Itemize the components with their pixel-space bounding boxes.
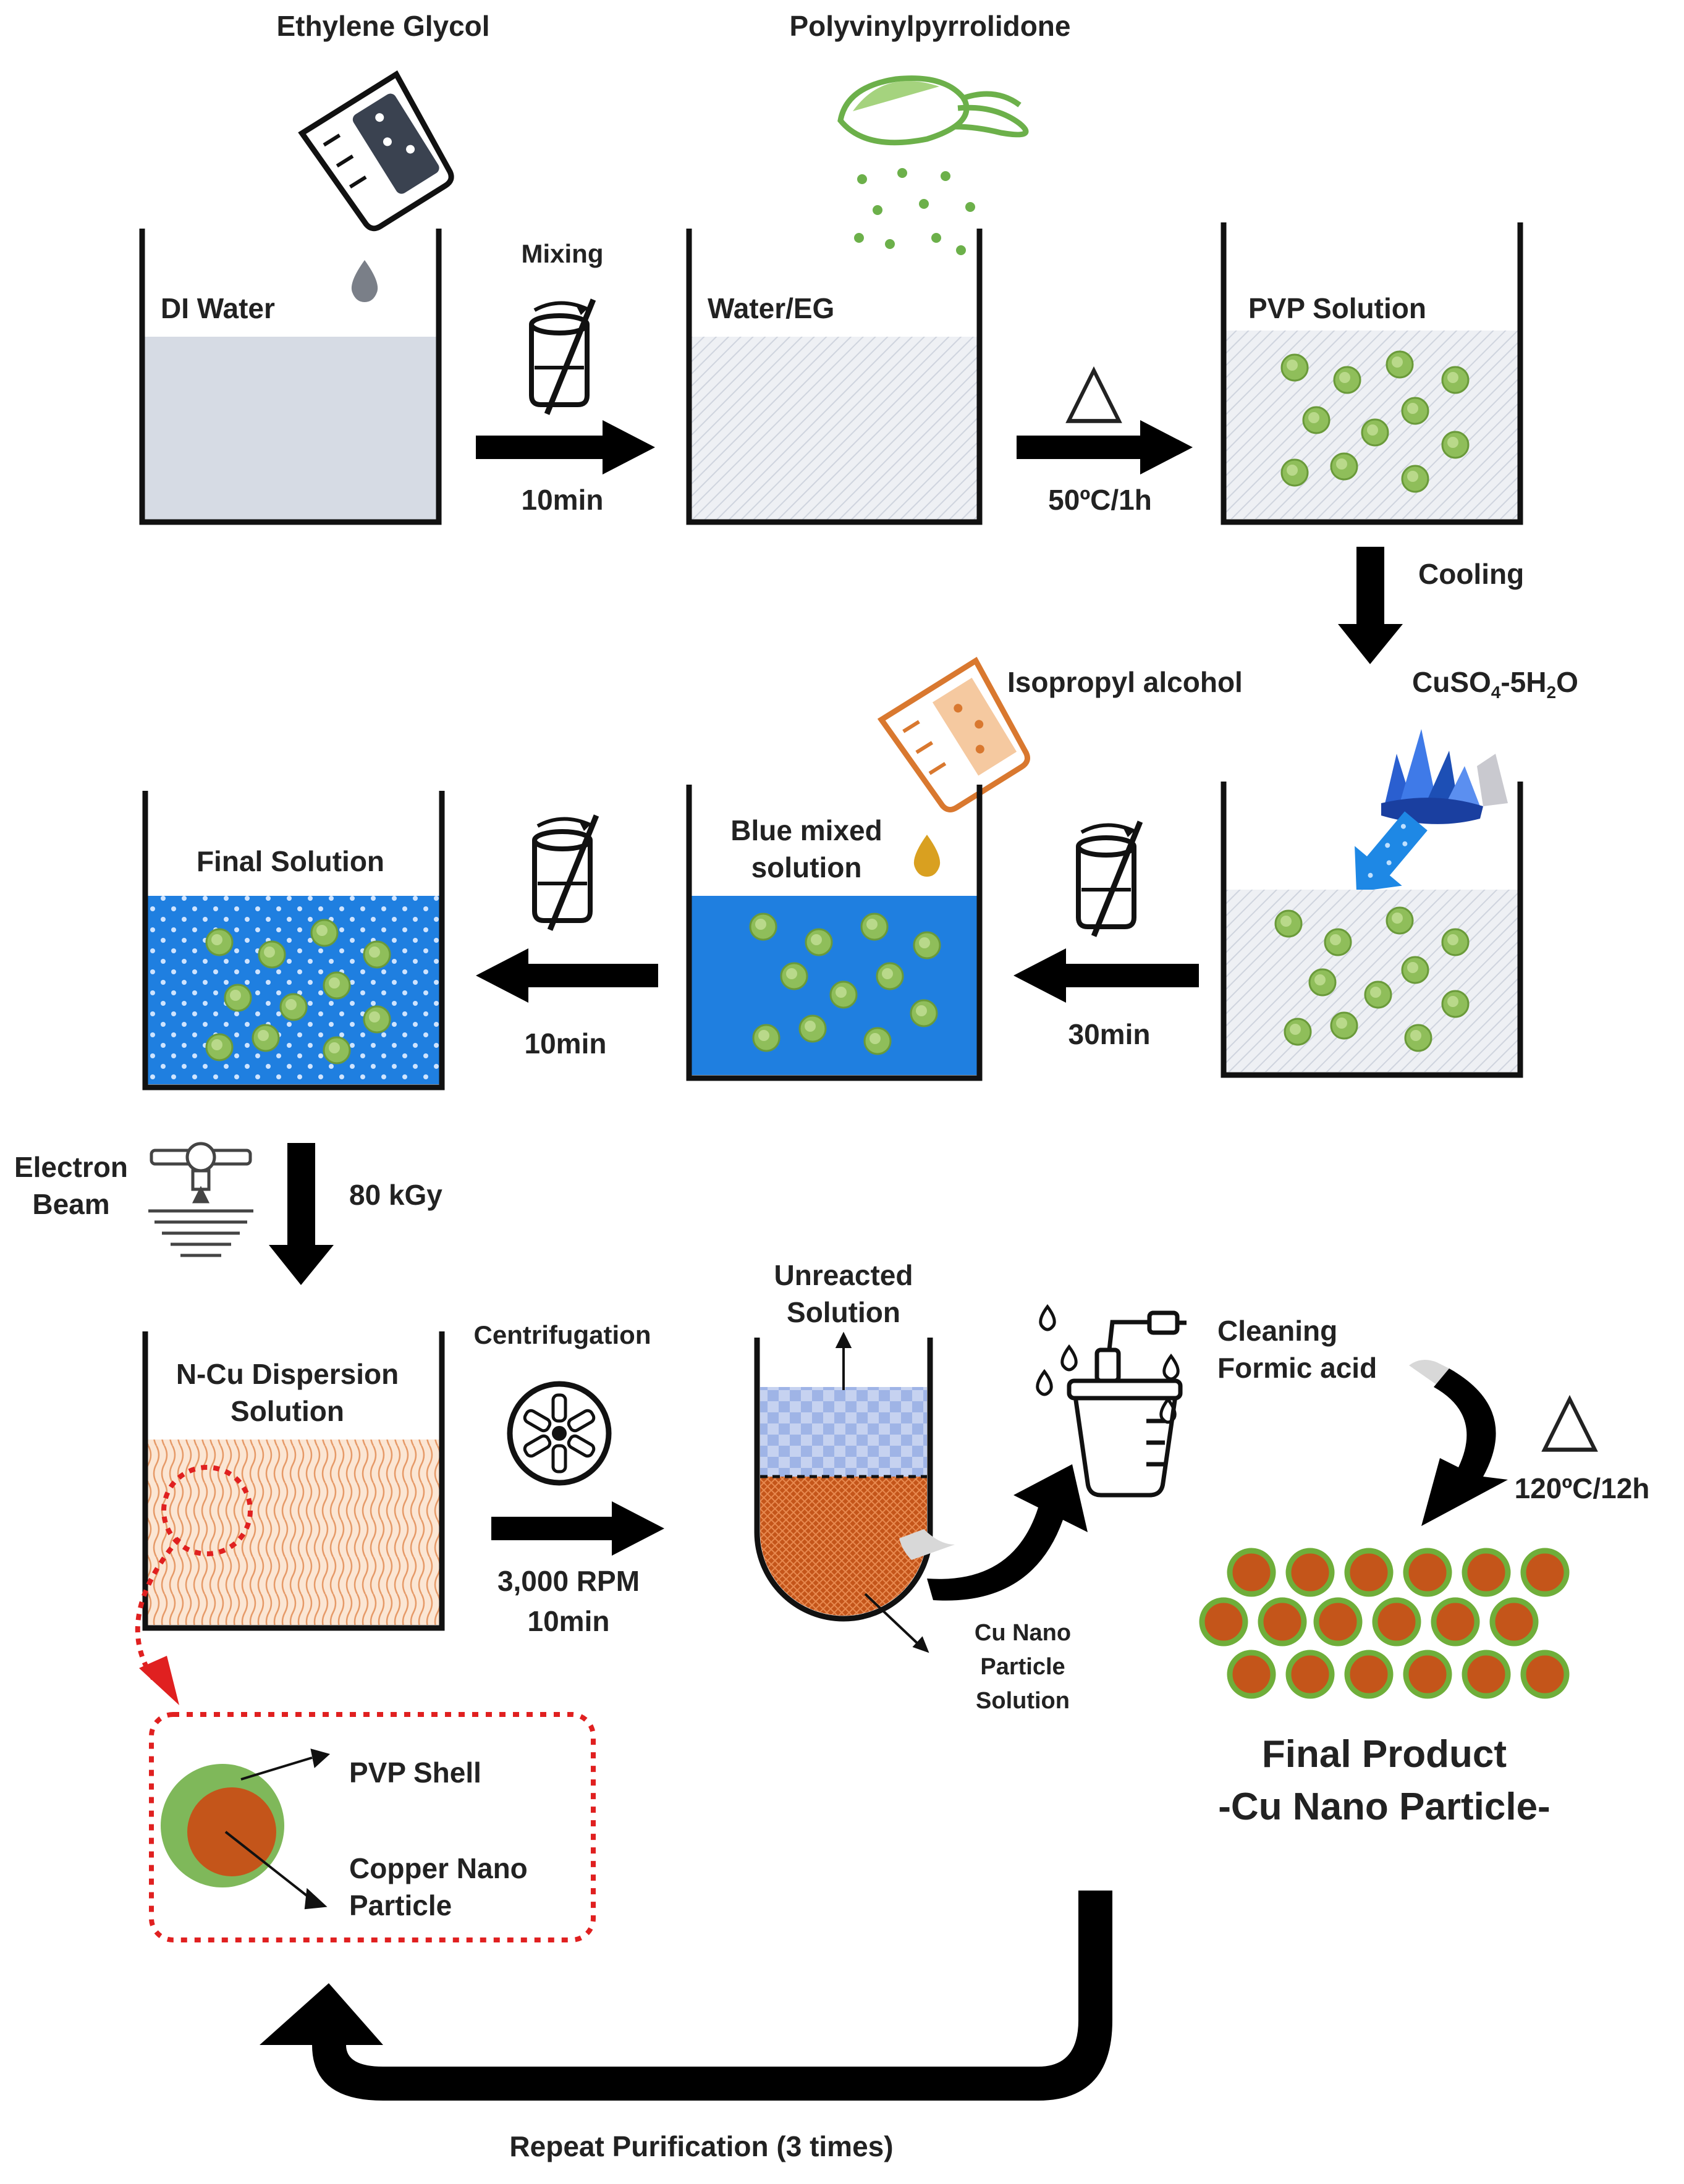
beaker-final-solution [142, 791, 445, 1090]
label-pvp-shell: PVP Shell [349, 1756, 481, 1789]
label-delta-a: △ [1065, 347, 1122, 430]
label-unreacted-1: Unreacted [774, 1259, 913, 1291]
beaker-pvp-solution [1221, 222, 1523, 525]
cuso4-part-b: -5H [1500, 666, 1546, 698]
label-polyvinylpyrrolidone: Polyvinylpyrrolidone [790, 10, 1071, 42]
cuso4-part-c: O [1556, 666, 1578, 698]
label-beam: Beam [32, 1188, 109, 1220]
cleaning-drops [1036, 1304, 1180, 1424]
arrow-left-10min [476, 948, 658, 1003]
arrow-left-30min [1013, 948, 1199, 1003]
beaker-water-eg [686, 229, 983, 525]
beaker-blue-mixed [686, 785, 983, 1081]
label-cu-nano-2: Particle [980, 1654, 1065, 1680]
label-rpm: 3,000 RPM [497, 1565, 640, 1597]
label-isopropyl-alcohol: Isopropyl alcohol [1007, 666, 1243, 698]
final-product-particles [1199, 1548, 1570, 1699]
magnify-circle [161, 1465, 253, 1556]
stirring-beaker-icon-3 [535, 816, 596, 930]
label-delta-b: △ [1541, 1376, 1598, 1459]
arrow-down-electron-beam [269, 1143, 334, 1285]
cuso4-part-a: CuSO [1412, 666, 1491, 698]
label-cuso4: CuSO4-5H2O [1412, 666, 1578, 702]
label-blue-mixed-1: Blue mixed [730, 814, 882, 846]
label-copper-nano-1: Copper Nano [349, 1852, 528, 1884]
dotted-arrow-icon [1355, 811, 1428, 892]
beaker-ncu-dispersion [142, 1331, 445, 1631]
pouring-beaker-icon [298, 70, 454, 232]
water-drop-icon [351, 260, 378, 302]
curved-arrow-to-final [1409, 1360, 1508, 1526]
label-ncu-1: N-Cu Dispersion [176, 1358, 399, 1390]
electron-beam-icon [148, 1142, 253, 1257]
label-final-solution: Final Solution [197, 845, 384, 877]
stirring-beaker-icon-2 [1078, 822, 1140, 936]
pointer-lines [224, 1748, 331, 1910]
curved-arrow-to-cleaning [899, 1464, 1088, 1601]
cuso4-sub2: 2 [1546, 683, 1556, 702]
label-cleaning: Cleaning [1217, 1315, 1337, 1347]
arrow-down-cooling [1338, 547, 1403, 664]
label-ethylene-glycol: Ethylene Glycol [276, 10, 489, 42]
label-time-10min-a: 10min [522, 484, 604, 516]
stirring-beaker-icon [531, 300, 593, 414]
arrow-right-1 [476, 420, 655, 474]
arrow-right-centrifuge [491, 1501, 664, 1556]
label-repeat: Repeat Purification (3 times) [509, 2130, 893, 2162]
zoom-arrow [135, 1537, 182, 1682]
label-temp-50c: 50ºC/1h [1048, 484, 1152, 516]
arrow-right-2 [1017, 420, 1193, 474]
alcohol-drop-icon [913, 835, 941, 877]
washing-bottle-icon [1067, 1310, 1187, 1498]
label-di-water: DI Water [161, 292, 275, 324]
zoom-arrow-head [139, 1656, 179, 1705]
pouring-beaker-icon-2 [877, 657, 1030, 812]
label-centrifugation: Centrifugation [474, 1320, 651, 1349]
label-formic-acid: Formic acid [1217, 1352, 1377, 1384]
label-electron: Electron [14, 1151, 128, 1183]
label-final-product-1: Final Product [1262, 1733, 1507, 1776]
label-temp-120c: 120ºC/12h [1515, 1472, 1650, 1504]
centrifuge-icon [507, 1381, 612, 1486]
label-time-10min-c: 10min [528, 1605, 610, 1637]
powder-spoon-icon [837, 75, 1029, 146]
label-water-eg: Water/EG [708, 292, 834, 324]
label-dose: 80 kGy [349, 1179, 442, 1211]
cuso4-sub4: 4 [1491, 683, 1501, 702]
label-pvp-solution: PVP Solution [1248, 292, 1426, 324]
beaker-di-water [139, 229, 442, 525]
repeat-purification-arrow [260, 1891, 1112, 2101]
label-final-product-2: -Cu Nano Particle- [1218, 1786, 1550, 1828]
unreacted-pointer [835, 1331, 852, 1390]
crystal-icon [1381, 729, 1508, 824]
label-time-10min-b: 10min [525, 1027, 607, 1060]
label-time-30min: 30min [1068, 1018, 1151, 1050]
label-copper-nano-2: Particle [349, 1889, 452, 1921]
beaker-copper-sulfate [1221, 782, 1523, 1078]
zoom-box [149, 1712, 596, 1942]
label-cu-nano-3: Solution [976, 1688, 1070, 1714]
core-shell-particle-icon [161, 1764, 284, 1887]
label-mixing: Mixing [522, 239, 604, 268]
centrifuge-tube [754, 1338, 933, 1622]
powder-dots [854, 168, 975, 255]
label-cooling: Cooling [1418, 558, 1524, 590]
label-unreacted-2: Solution [787, 1296, 900, 1328]
label-ncu-2: Solution [231, 1395, 344, 1427]
cu-nano-pointer [864, 1593, 929, 1653]
label-blue-mixed-2: solution [751, 851, 862, 883]
label-cu-nano-1: Cu Nano [975, 1620, 1071, 1646]
